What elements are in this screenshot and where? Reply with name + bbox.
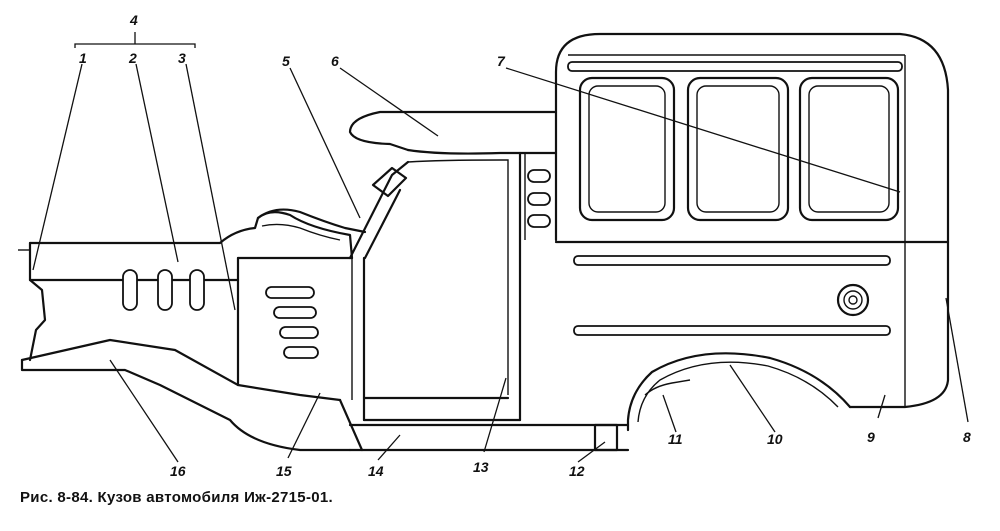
cargo-box — [554, 32, 950, 409]
callout-7: 7 — [497, 53, 506, 69]
callout-1: 1 — [79, 50, 87, 66]
callout-13: 13 — [473, 459, 489, 475]
callout-10: 10 — [767, 431, 783, 447]
callout-4: 4 — [129, 12, 138, 28]
callout-14: 14 — [368, 463, 384, 479]
callout-8: 8 — [963, 429, 971, 445]
callout-15: 15 — [276, 463, 292, 479]
leader-lines — [32, 32, 969, 463]
front-end — [18, 208, 630, 452]
callout-5: 5 — [282, 53, 290, 69]
rear-wheel-arch — [626, 352, 852, 432]
cab — [348, 110, 558, 422]
figure-caption: Рис. 8-84. Кузов автомобиля Иж-2715-01. — [20, 489, 333, 506]
callout-3: 3 — [178, 50, 186, 66]
callout-2: 2 — [128, 50, 137, 66]
callout-16: 16 — [170, 463, 186, 479]
callout-9: 9 — [867, 429, 875, 445]
callout-11: 11 — [668, 431, 683, 447]
callout-labels: 4 1 2 3 5 6 7 8 9 10 11 12 13 14 15 16 — [79, 12, 971, 479]
callout-6: 6 — [331, 53, 339, 69]
callout-12: 12 — [569, 463, 585, 479]
